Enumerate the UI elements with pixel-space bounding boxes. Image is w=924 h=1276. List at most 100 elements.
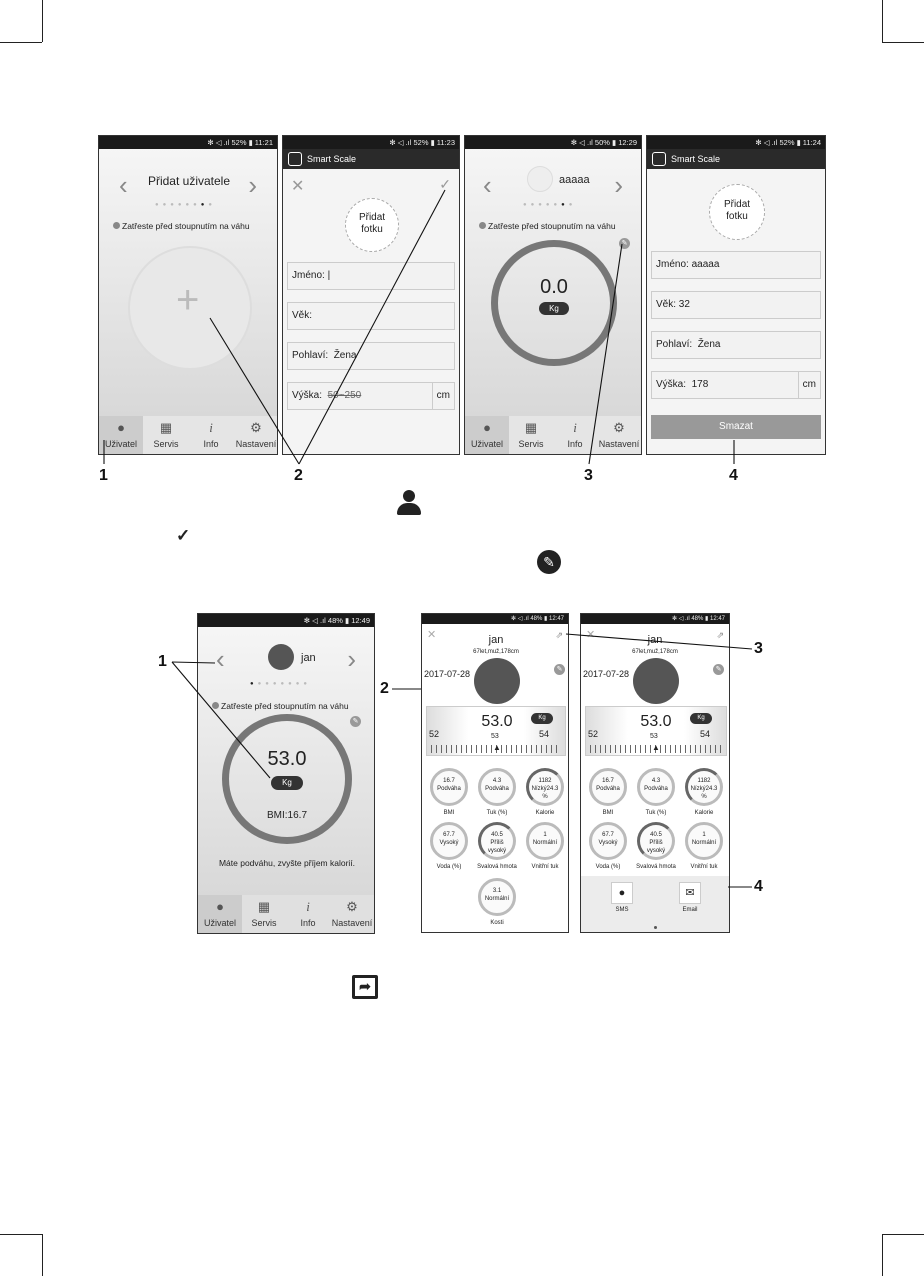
nav-service[interactable]: ▦Servis (509, 416, 553, 454)
tick-label: 54 (539, 729, 550, 739)
callout-number: 3 (584, 467, 593, 484)
metric-status: Nízký24.3 % (690, 786, 718, 800)
age-field[interactable]: Věk: (287, 302, 455, 330)
prev-arrow[interactable]: ‹ (483, 170, 492, 200)
next-arrow[interactable]: › (614, 170, 623, 200)
height-unit: cm (797, 372, 816, 398)
metric-label: Kosti (490, 920, 504, 926)
weight-ruler: 53.0 Kg 52 53 54 ▲ (426, 706, 566, 756)
name-field[interactable]: Jméno: | (287, 262, 455, 290)
metric-value: 3.1 (492, 888, 502, 894)
edit-icon[interactable]: ✎ (619, 238, 630, 249)
close-icon[interactable]: ✕ (427, 629, 437, 641)
nav-settings[interactable]: ⚙Nastavení (597, 416, 641, 454)
callout-number: 1 (99, 467, 108, 484)
unit-badge: Kg (539, 302, 569, 315)
advice-message: Máte podváhu, zvyšte příjem kalorií. (218, 858, 356, 868)
tick-label: 52 (429, 729, 440, 739)
share-sheet: ● SMS ✉ Email (581, 876, 729, 932)
metric-status: Podváha (437, 786, 461, 792)
user-icon (396, 490, 422, 516)
nav-service[interactable]: ▦Servis (144, 416, 188, 454)
metric-value: 16.7 (443, 778, 455, 784)
weight-value: 53.0 (481, 713, 513, 730)
nav-service[interactable]: ▦Servis (242, 895, 286, 933)
confirm-check-icon[interactable]: ✓ (439, 176, 451, 192)
screen-user-form: ✻ ◁ .ıl 52% ▮ 11:23 Smart Scale ✕ ✓ Přid… (282, 135, 460, 455)
metric-status: Vysoký (439, 840, 459, 846)
metric-status: Podváha (485, 786, 509, 792)
share-icon[interactable]: ⇗ (555, 630, 563, 640)
age-field[interactable]: Věk: 32 (651, 291, 821, 319)
gear-icon: ⚙ (613, 420, 625, 435)
page-dots: ●●●●●●● (523, 202, 577, 208)
edit-icon[interactable]: ✎ (713, 664, 724, 675)
shake-warning: Zatřeste před stoupnutím na váhu (479, 221, 616, 231)
metric-label: Svalová hmota (636, 864, 676, 870)
next-arrow[interactable]: › (248, 170, 257, 200)
metric-status: Podváha (644, 786, 668, 792)
nav-settings[interactable]: ⚙Nastavení (234, 416, 277, 454)
weight-value: 53.0 (267, 748, 307, 770)
prev-arrow[interactable]: ‹ (119, 170, 128, 200)
status-bar: ✻ ◁ .ıl 52% ▮ 11:21 (99, 136, 277, 149)
email-button[interactable]: ✉ Email (677, 882, 703, 922)
pointer-icon: ▲ (493, 743, 501, 752)
metric-value: 1 (543, 832, 547, 838)
prev-arrow[interactable]: ‹ (216, 644, 225, 674)
crop-mark (0, 42, 42, 43)
metric-value: 16.7 (602, 778, 614, 784)
edit-icon[interactable]: ✎ (350, 716, 361, 727)
nav-user[interactable]: ●Uživatel (99, 416, 143, 454)
unit-badge: Kg (531, 713, 553, 724)
gear-icon: ⚙ (346, 899, 358, 914)
info-icon: i (306, 899, 310, 914)
close-icon[interactable]: ✕ (586, 629, 596, 641)
add-user-circle[interactable]: + (128, 246, 252, 370)
edit-icon[interactable]: ✎ (554, 664, 565, 675)
gear-icon: ⚙ (250, 420, 262, 435)
gender-select[interactable]: Pohlaví: Žena (287, 342, 455, 370)
callout-number: 1 (158, 653, 167, 670)
name-field[interactable]: Jméno: aaaaa (651, 251, 821, 279)
user-icon: ● (216, 899, 224, 914)
user-name: aaaaa (559, 174, 590, 186)
measure-date: 2017-07-28 (424, 669, 471, 679)
nav-user[interactable]: ●Uživatel (465, 416, 509, 454)
sms-button[interactable]: ● SMS (609, 882, 635, 922)
shake-warning: Zatřeste před stoupnutím na váhu (212, 701, 349, 711)
next-arrow[interactable]: › (347, 644, 356, 674)
delete-button[interactable]: Smazat (651, 415, 821, 439)
screen-share: ✻ ◁ .ıl 48% ▮ 12:47 ✕ jan 67let,muž,178c… (580, 613, 730, 933)
nav-settings[interactable]: ⚙Nastavení (330, 895, 374, 933)
tick-label: 52 (588, 729, 599, 739)
unit-badge: Kg (690, 713, 712, 724)
gender-select[interactable]: Pohlaví: Žena (651, 331, 821, 359)
user-info: 67let,muž,178cm (632, 649, 678, 655)
user-name: jan (647, 634, 663, 646)
grid-icon: ▦ (159, 420, 173, 435)
chat-bubble-icon: ● (611, 882, 633, 904)
info-icon: i (573, 420, 577, 435)
share-icon[interactable]: ⇗ (716, 630, 724, 640)
tick-label: 53 (650, 733, 658, 740)
metric-value: 1182 (697, 778, 711, 784)
close-icon[interactable]: ✕ (291, 178, 305, 195)
nav-user[interactable]: ●Uživatel (198, 895, 242, 933)
tick-label: 54 (700, 729, 711, 739)
